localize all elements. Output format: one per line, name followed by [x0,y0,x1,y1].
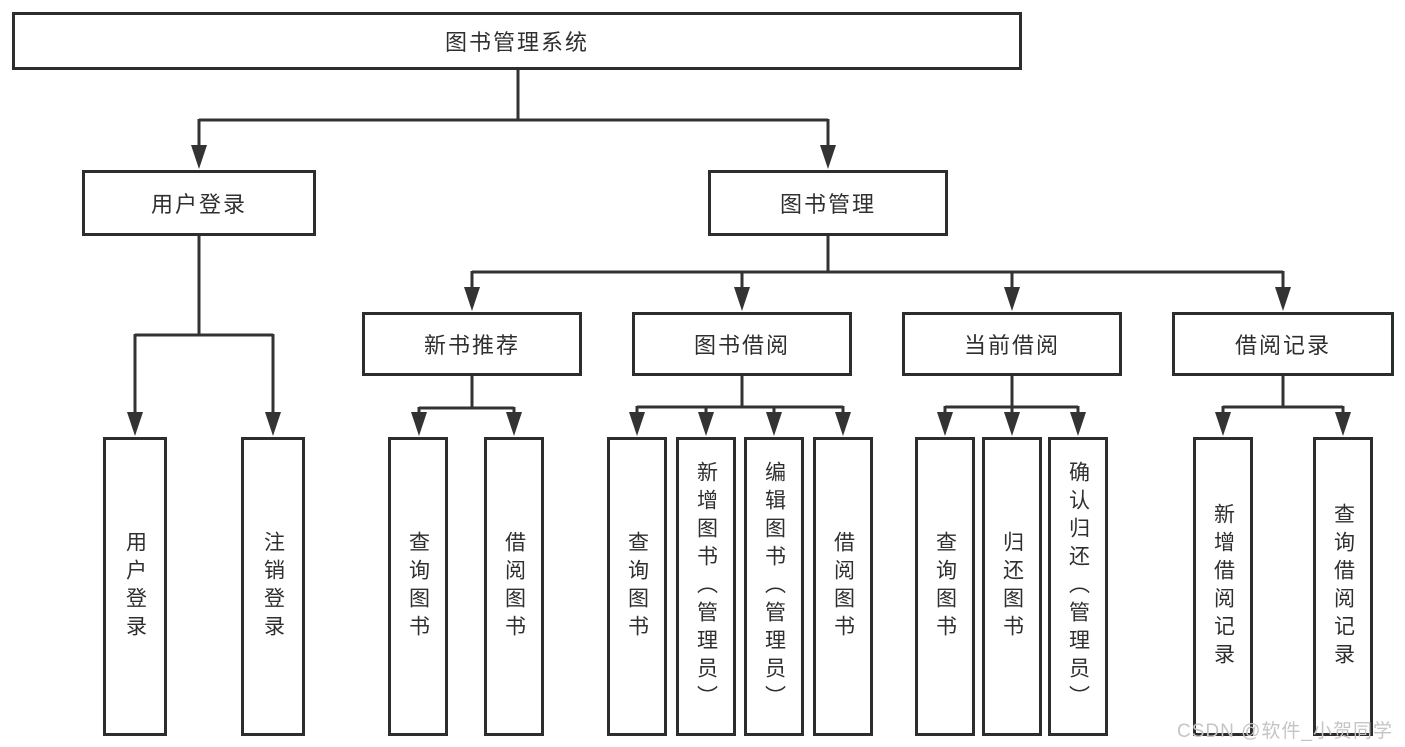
arrowhead [265,412,281,436]
leaf-label: 注销登录 [261,530,285,643]
node-library-management-system: 图书管理系统 [12,12,1022,70]
arrowhead [1004,412,1020,436]
node-leaf-borrow-books-recommend: 借阅图书 [484,437,544,736]
arrowhead [127,412,143,436]
arrowhead [1275,287,1291,311]
node-book-management: 图书管理 [708,170,948,236]
csdn-watermark: CSDN @软件_小贺同学 [1177,721,1393,742]
leaf-label: 归还图书 [1000,530,1024,643]
node-book-borrowing: 图书借阅 [632,312,852,376]
arrowhead [411,412,427,436]
leaf-label: 借阅图书 [831,530,855,643]
node-user-login: 用户登录 [82,170,316,236]
arrowhead [1335,412,1351,436]
leaf-label: 新增图书（管理员） [694,460,718,713]
leaf-label: 查询借阅记录 [1331,502,1355,671]
arrowhead [835,412,851,436]
node-current-borrowing: 当前借阅 [902,312,1122,376]
leaf-label: 查询图书 [625,530,649,643]
node-new-book-recommend: 新书推荐 [362,312,582,376]
node-leaf-return-books: 归还图书 [982,437,1042,736]
node-leaf-borrow-books-borrowing: 借阅图书 [813,437,873,736]
leaf-label: 查询图书 [406,530,430,643]
leaf-label: 借阅图书 [502,530,526,643]
node-leaf-query-borrow-record: 查询借阅记录 [1313,437,1373,736]
arrowhead [937,412,953,436]
node-leaf-logout: 注销登录 [241,437,305,736]
leaf-label: 用户登录 [123,530,147,643]
leaf-label: 确认归还（管理员） [1066,460,1090,713]
leaf-label: 查询图书 [933,530,957,643]
arrowhead [629,412,645,436]
arrowhead [506,412,522,436]
node-leaf-confirm-return-admin: 确认归还（管理员） [1048,437,1108,736]
node-leaf-user-login: 用户登录 [103,437,167,736]
arrowhead [820,145,836,169]
leaf-label: 新增借阅记录 [1211,502,1235,671]
node-leaf-query-books-recommend: 查询图书 [388,437,448,736]
arrowhead [698,412,714,436]
node-borrowing-records: 借阅记录 [1172,312,1394,376]
arrowhead [464,287,480,311]
node-leaf-add-borrow-record: 新增借阅记录 [1193,437,1253,736]
arrowhead [191,145,207,169]
node-leaf-edit-books-admin: 编辑图书（管理员） [744,437,804,736]
arrowhead [734,287,750,311]
arrowhead [1215,412,1231,436]
arrowhead [1070,412,1086,436]
arrowhead [766,412,782,436]
node-leaf-query-books-current: 查询图书 [915,437,975,736]
arrowhead [1004,287,1020,311]
node-leaf-query-books-borrowing: 查询图书 [607,437,667,736]
node-leaf-add-books-admin: 新增图书（管理员） [676,437,736,736]
leaf-label: 编辑图书（管理员） [762,460,786,713]
